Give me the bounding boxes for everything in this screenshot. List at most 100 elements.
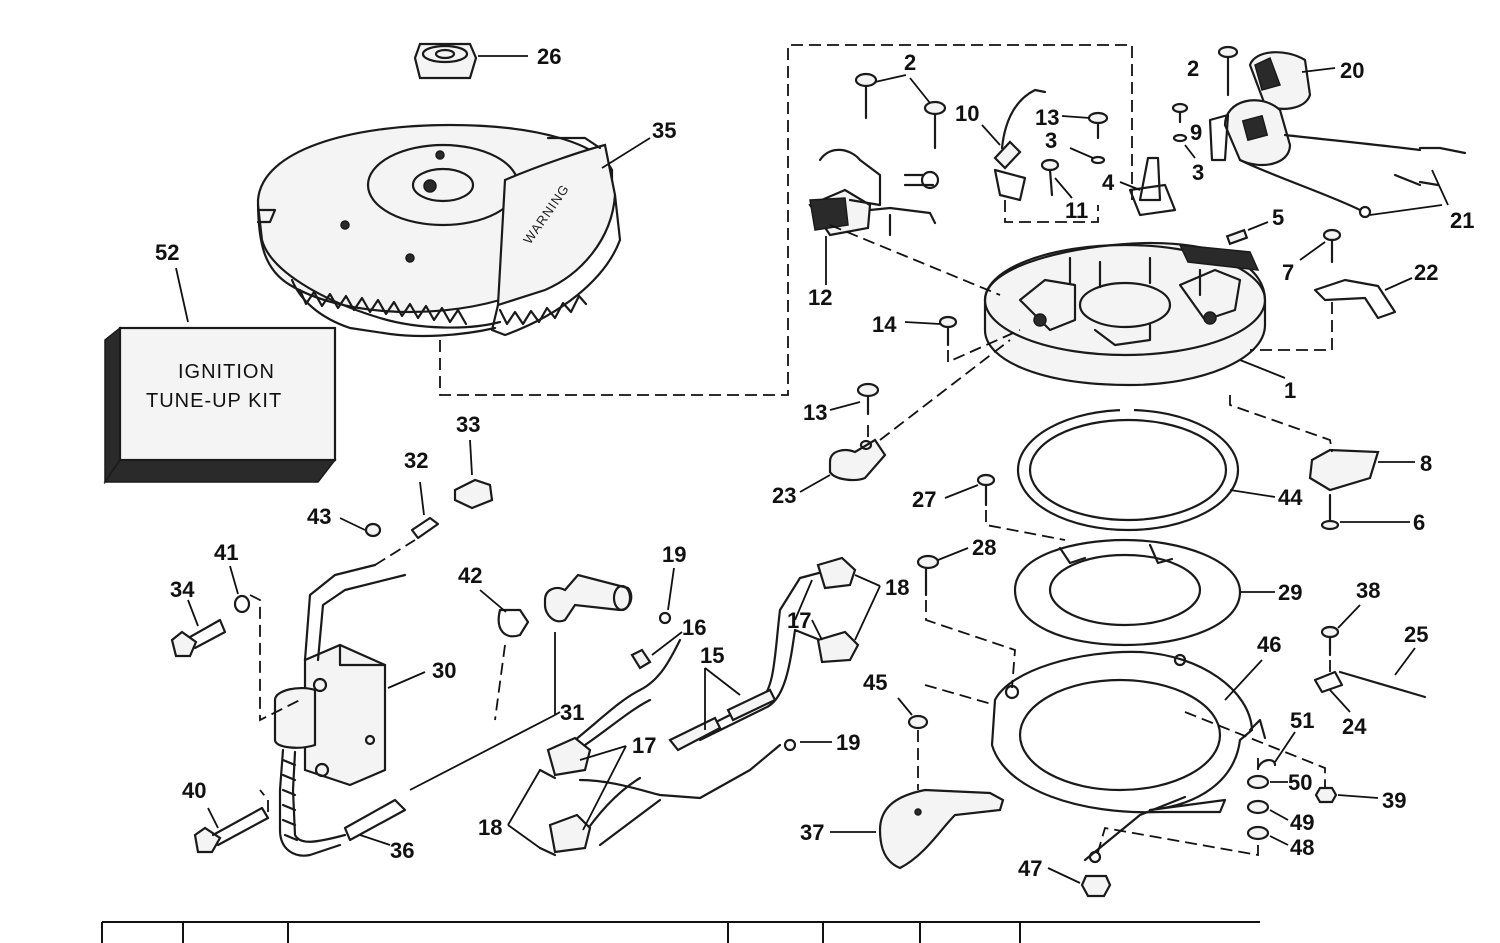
callout-7: 7	[1282, 260, 1294, 285]
part-2-screw-pair	[854, 72, 947, 150]
part-16-sleeve	[630, 648, 652, 670]
part-31-wire	[409, 632, 556, 791]
part-37-throttle-cam	[878, 788, 1005, 870]
callout-52: 52	[155, 240, 179, 265]
part-27-screw	[976, 473, 996, 507]
callout-2-right: 2	[1187, 56, 1199, 81]
callout-5: 5	[1272, 205, 1284, 230]
part-20-ignition-coil	[1208, 51, 1312, 167]
part-49-washer	[1246, 799, 1270, 815]
callout-43: 43	[307, 504, 331, 529]
callout-18-lower: 18	[478, 815, 502, 840]
callout-44: 44	[1278, 485, 1303, 510]
callout-46: 46	[1257, 632, 1281, 657]
part-15-harness	[573, 568, 837, 847]
callout-51: 51	[1290, 708, 1314, 733]
callout-12: 12	[808, 285, 832, 310]
part-1-armature-plate	[983, 241, 1267, 387]
part-35-flywheel: WARNING	[256, 123, 622, 338]
callout-33: 33	[456, 412, 480, 437]
callout-36: 36	[390, 838, 414, 863]
callout-3-right: 3	[1192, 160, 1204, 185]
part-42-clamp	[497, 608, 530, 638]
part-5-pin	[1225, 228, 1249, 246]
callout-8: 8	[1420, 451, 1432, 476]
kit-label-line1: IGNITION	[178, 361, 275, 383]
callout-20: 20	[1340, 58, 1364, 83]
part-19-eyelet-top	[658, 611, 672, 625]
part-22-clip	[1313, 278, 1397, 320]
part-40-bolt	[193, 806, 270, 854]
part-51-spring-clip	[1256, 759, 1277, 770]
kit-label-line2: TUNE-UP KIT	[146, 390, 282, 412]
callout-40: 40	[182, 778, 206, 803]
callout-15: 15	[700, 643, 724, 668]
part-12-breaker-point	[808, 148, 940, 237]
callout-16: 16	[682, 615, 706, 640]
callout-9: 9	[1190, 120, 1202, 145]
callout-45: 45	[863, 670, 887, 695]
part-10-condenser	[993, 88, 1047, 202]
callout-3-left: 3	[1045, 128, 1057, 153]
part-33-terminal	[453, 478, 494, 510]
parts-table-header	[101, 921, 1260, 943]
part-2-screw-right	[1217, 45, 1239, 97]
callout-23: 23	[772, 483, 796, 508]
callout-13-lower: 13	[803, 400, 827, 425]
part-13-screw-lower	[856, 382, 880, 416]
part-8-bracket	[1308, 448, 1380, 492]
part-50-washer	[1246, 774, 1270, 790]
callout-22: 22	[1414, 260, 1438, 285]
callout-26: 26	[537, 44, 561, 69]
callout-30: 30	[432, 658, 456, 683]
callout-21: 21	[1450, 208, 1474, 233]
callout-13-top: 13	[1035, 105, 1059, 130]
callout-29: 29	[1278, 580, 1302, 605]
part-34-bolt	[170, 618, 227, 658]
callout-14: 14	[872, 312, 897, 337]
part-18-connector-lower	[538, 736, 592, 857]
callout-18-upper: 18	[885, 575, 909, 600]
part-48-washer	[1246, 825, 1270, 841]
part-32-terminal	[410, 516, 440, 540]
part-46-base-plate	[990, 650, 1267, 814]
part-52-tune-up-kit: IGNITION TUNE-UP KIT	[103, 326, 337, 485]
callout-11: 11	[1065, 198, 1088, 223]
callout-34: 34	[170, 577, 195, 602]
callout-31: 31	[560, 700, 584, 725]
callout-labels: 26 35 52 2 10 13 3 11 4 9 3 2 20 21 5 7 …	[155, 44, 1474, 881]
callout-10: 10	[955, 101, 979, 126]
part-47-nut	[1080, 874, 1112, 898]
part-21-coil-leads	[1238, 133, 1467, 219]
part-14-screw	[938, 315, 958, 347]
part-39-nut	[1314, 786, 1338, 804]
callout-27: 27	[912, 487, 936, 512]
part-17-connector-upper	[816, 556, 860, 664]
callout-49: 49	[1290, 810, 1314, 835]
part-30-coil	[273, 643, 387, 787]
callout-38: 38	[1356, 578, 1380, 603]
part-23-bushing	[828, 438, 887, 482]
part-43-nut	[364, 522, 382, 538]
callout-25: 25	[1404, 622, 1428, 647]
part-3-washer-b	[1172, 133, 1188, 143]
callout-28: 28	[972, 535, 996, 560]
part-11-terminal	[1040, 158, 1060, 197]
part-29-retainer-plate	[1013, 538, 1242, 647]
part-4-bracket	[1128, 156, 1177, 217]
callout-1: 1	[1284, 378, 1296, 403]
callout-47: 47	[1018, 856, 1042, 881]
callout-39: 39	[1382, 788, 1406, 813]
part-41-lockwasher	[233, 594, 251, 614]
callout-6: 6	[1413, 510, 1425, 535]
part-6-screw	[1320, 493, 1340, 531]
callout-50: 50	[1288, 770, 1312, 795]
callout-32: 32	[404, 448, 428, 473]
part-24-clip	[1313, 670, 1344, 694]
part-7-screw	[1322, 228, 1342, 264]
callout-19-bottom: 19	[836, 730, 860, 755]
callout-17-lower: 17	[632, 733, 656, 758]
callout-42: 42	[458, 563, 482, 588]
callout-2-top: 2	[904, 50, 916, 75]
